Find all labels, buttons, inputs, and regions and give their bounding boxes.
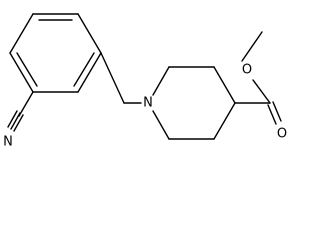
bond-c4-to-c5	[213, 102, 236, 140]
bond-carbonyl-double-2	[272, 101, 282, 122]
bond-aromatic-3	[77, 52, 102, 93]
bond-carbonyl-to-o-single	[252, 79, 271, 104]
bond-c6-to-n	[152, 110, 170, 140]
piperidine-nitrogen-label: N	[143, 96, 153, 111]
nitrile-group: N	[3, 91, 34, 150]
bond-aromatic-3-inner	[73, 52, 95, 87]
bond-n-to-c2	[152, 66, 170, 96]
nitrile-nitrogen-label: N	[3, 135, 13, 150]
bond-aromatic-6	[9, 13, 34, 54]
chemical-structure-diagram: N N O O	[3, 13, 287, 150]
bond-ring-to-ch2	[100, 52, 125, 104]
piperidine-ring: N	[143, 66, 236, 140]
bond-o-to-methyl	[241, 31, 263, 62]
bond-triple-1	[7, 110, 18, 128]
bond-carbonyl-double-1	[267, 104, 277, 125]
carbonyl-oxygen-label: O	[277, 127, 287, 142]
ester-oxygen-label: O	[242, 63, 252, 78]
bond-triple-3	[13, 114, 24, 132]
bond-aromatic-5-inner	[16, 52, 38, 87]
benzene-ring	[9, 13, 102, 93]
bond-aromatic-5	[9, 52, 34, 93]
bond-triple-2	[10, 112, 21, 130]
bond-ring-to-nitrile-carbon	[18, 91, 34, 117]
bond-c3-to-c4	[213, 66, 236, 104]
methyl-ester-group: O O	[234, 31, 287, 142]
bond-aromatic-2	[77, 13, 102, 54]
